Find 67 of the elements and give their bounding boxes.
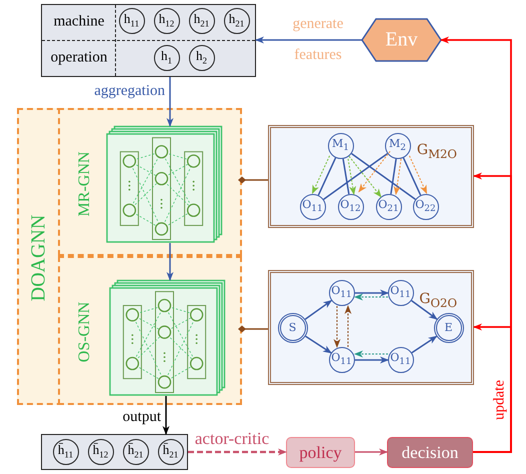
graph-panel <box>268 125 474 228</box>
module-panel <box>58 256 242 405</box>
feature-node: h$_{12}$ <box>154 8 180 34</box>
row-label: operation <box>50 50 108 66</box>
environment-hexagon: Env <box>362 18 441 62</box>
graph-node: O$_{11}$ <box>388 280 414 306</box>
graph-node: O$_{22}$ <box>412 194 438 220</box>
feature-node: h$_{21}$ <box>188 8 214 34</box>
arrow <box>166 243 174 281</box>
policy-box: policy <box>286 437 355 468</box>
graph-title: G$_{O2O}$ <box>419 291 457 310</box>
graph-node: M$_{1}$ <box>328 132 354 158</box>
arrow <box>312 155 330 194</box>
module-label: OS-GNN <box>76 302 94 362</box>
arrow <box>348 158 356 196</box>
arrow <box>334 306 340 348</box>
feature-table <box>41 4 256 77</box>
module-label: MR-GNN <box>76 152 94 216</box>
graph-title: G$_{M2O}$ <box>416 142 457 161</box>
graph-node: O$_{11}$ <box>328 280 354 306</box>
arrow <box>355 290 389 296</box>
output-box <box>41 434 188 470</box>
graph-node: S <box>278 312 308 342</box>
graph-node: O$_{11}$ <box>328 346 354 372</box>
arrow <box>304 300 332 320</box>
arrow <box>411 336 438 354</box>
arrow <box>162 396 170 435</box>
graph-panel <box>268 270 474 385</box>
feature-node: h$_{11}$ <box>118 8 144 34</box>
graph-node: O$_{12}$ <box>338 194 364 220</box>
feature-node: h̄$_{12}$ <box>88 438 114 464</box>
graph-node: M$_{2}$ <box>384 132 410 158</box>
framework-label: DOAGNN <box>28 214 50 302</box>
arrow <box>305 336 332 354</box>
arrow <box>408 155 428 194</box>
decision-box: decision <box>387 437 473 468</box>
feature-node: h̄$_{21}$ <box>122 438 148 464</box>
edge-label: generate features <box>292 15 344 65</box>
feature-node: h$_{21}$ <box>224 8 250 34</box>
framework-panel <box>17 108 242 405</box>
arrow <box>344 305 352 348</box>
graph-node: E <box>434 312 464 342</box>
feature-node: h̄$_{11}$ <box>52 438 78 464</box>
row-label: machine <box>54 14 104 30</box>
edge-label: aggregation <box>93 83 166 100</box>
arrow <box>255 36 362 44</box>
arrow <box>394 158 402 196</box>
arrow <box>355 356 389 364</box>
graph-node: O$_{11}$ <box>300 194 326 220</box>
arrow <box>358 150 391 192</box>
feature-node: h$_{2}$ <box>188 44 214 70</box>
feature-node: h̄$_{21}$ <box>158 438 184 464</box>
neural-network-drawing <box>107 126 223 243</box>
module-panel <box>58 108 242 256</box>
arrow <box>473 324 512 453</box>
arrow <box>411 300 438 320</box>
arrow <box>188 448 287 456</box>
edge-label: update <box>492 380 508 420</box>
arrow <box>354 350 388 358</box>
arrow <box>348 156 382 198</box>
arrow <box>166 77 174 127</box>
graph-node: O$_{11}$ <box>388 346 414 372</box>
arrow <box>354 294 388 300</box>
feature-node: h$_{1}$ <box>154 44 180 70</box>
arrow <box>355 448 388 456</box>
neural-network-drawing <box>110 280 226 396</box>
graph-node: O$_{21}$ <box>376 194 402 220</box>
